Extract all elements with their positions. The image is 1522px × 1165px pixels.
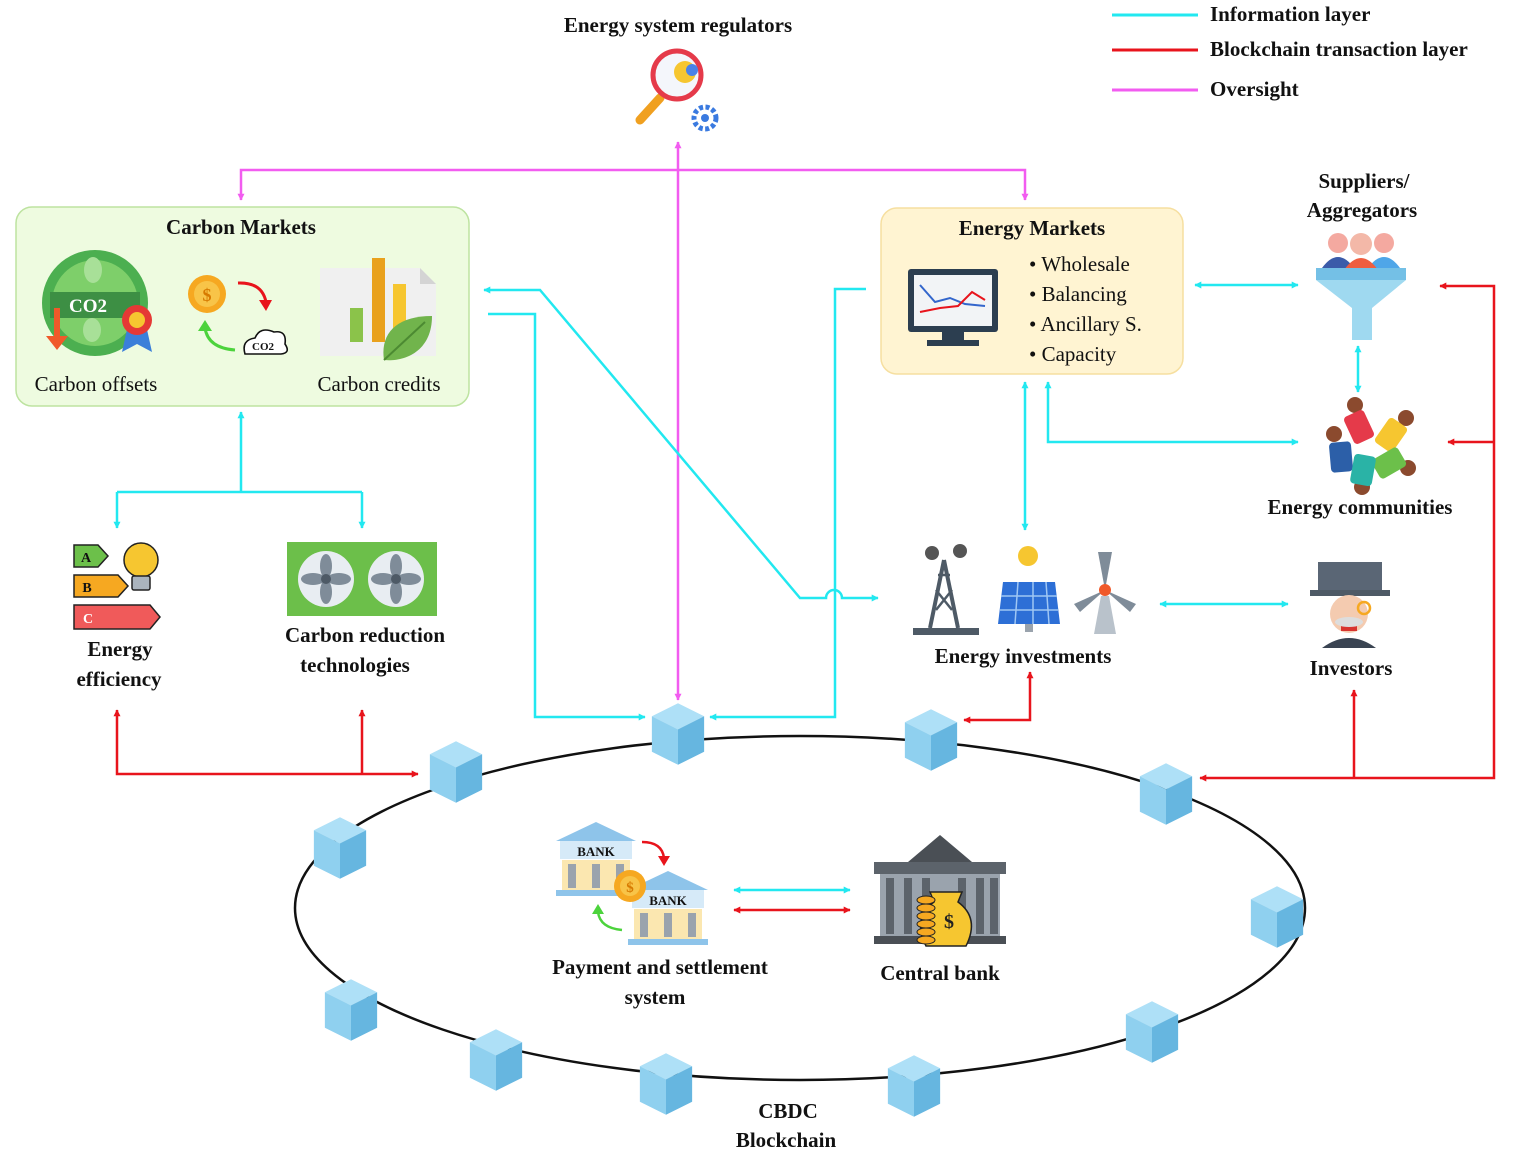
- suppliers-label-line2: Aggregators: [1307, 198, 1417, 222]
- co2-cloud-text: CO2: [252, 341, 275, 353]
- block-5: [1125, 1001, 1179, 1063]
- bank-text-1: BANK: [577, 844, 615, 859]
- energy-efficiency-label-line1: Energy: [87, 637, 153, 661]
- legend-information-label: Information layer: [1210, 2, 1370, 26]
- investor-icon: [1310, 562, 1390, 648]
- energy-investments-label: Energy investments: [935, 644, 1112, 668]
- tx-investments-block: [963, 671, 1034, 724]
- carbon-reduction-label-line2: technologies: [300, 653, 410, 677]
- energy-label-bulb-icon: A B C: [73, 542, 161, 630]
- block-3: [1139, 763, 1193, 825]
- svg-text:$: $: [944, 911, 954, 933]
- info-carbon-to-block: [488, 312, 646, 721]
- block-6: [887, 1055, 941, 1117]
- block-8: [469, 1029, 523, 1091]
- monitor-chart-icon: [908, 269, 998, 346]
- investors-label: Investors: [1310, 656, 1393, 680]
- suppliers-label-line1: Suppliers/: [1318, 169, 1410, 193]
- block-4: [1250, 886, 1304, 948]
- info-energy-communities: [1044, 381, 1299, 446]
- central-bank-icon: $: [874, 835, 1006, 947]
- legend-blockchain-label: Blockchain transaction layer: [1210, 37, 1468, 61]
- block-10: [313, 817, 367, 879]
- energy-market-item-wholesale: • Wholesale: [1029, 252, 1130, 276]
- fan-unit-icon: [287, 542, 437, 616]
- payment-label-line2: system: [625, 985, 686, 1009]
- block-7: [639, 1053, 693, 1115]
- legend: Information layer Blockchain transaction…: [1112, 2, 1468, 101]
- bank-transfer-icon: BANK BANK $: [556, 822, 708, 945]
- central-bank-label: Central bank: [880, 961, 1000, 985]
- magnifier-gear-icon: [635, 48, 719, 132]
- oversight-markets-link: [237, 168, 1029, 201]
- payment-label-line1: Payment and settlement: [552, 955, 768, 979]
- grade-a-text: A: [81, 551, 92, 566]
- tx-efficiency-block: [113, 709, 419, 778]
- bank-text-2: BANK: [649, 893, 687, 908]
- carbon-markets-box: [15, 206, 470, 407]
- energy-efficiency-label-line2: efficiency: [76, 667, 162, 691]
- tx-suppliers-block: [1199, 282, 1496, 782]
- carbon-offset-icon: CO2: [42, 250, 152, 356]
- carbon-reduction-label-line1: Carbon reduction: [285, 623, 445, 647]
- legend-oversight-label: Oversight: [1210, 77, 1299, 101]
- block-1: [651, 703, 705, 765]
- block-9: [324, 979, 378, 1041]
- cbdc-label-line1: CBDC: [758, 1099, 818, 1123]
- info-energy-to-block: [709, 287, 866, 721]
- energy-market-item-balancing: • Balancing: [1029, 282, 1127, 306]
- oil-rig-icon: [913, 544, 979, 635]
- energy-communities-label: Energy communities: [1268, 495, 1453, 519]
- energy-market-item-ancillary: • Ancillary S.: [1029, 312, 1142, 336]
- block-11: [429, 741, 483, 803]
- energy-markets-title: Energy Markets: [959, 216, 1105, 240]
- carbon-credits-label: Carbon credits: [317, 372, 440, 396]
- blockchain-ring: [293, 734, 1307, 1082]
- blockchain-connectors: [113, 282, 1496, 914]
- info-carbon-to-investments: [483, 286, 879, 602]
- grade-c-text: C: [83, 612, 93, 627]
- grade-b-text: B: [82, 581, 91, 596]
- energy-market-item-capacity: • Capacity: [1029, 342, 1117, 366]
- wind-turbine-icon: [1074, 552, 1136, 634]
- svg-text:$: $: [203, 285, 212, 305]
- community-people-icon: [1326, 397, 1416, 495]
- solar-panel-icon: [998, 546, 1060, 632]
- svg-text:$: $: [626, 880, 634, 896]
- cbdc-label-line2: Blockchain: [736, 1128, 837, 1152]
- block-2: [904, 709, 958, 771]
- carbon-offsets-label: Carbon offsets: [35, 372, 158, 396]
- co2-badge-text: CO2: [69, 296, 107, 317]
- funnel-people-icon: [1316, 233, 1406, 340]
- regulators-label: Energy system regulators: [564, 13, 792, 37]
- carbon-markets-title: Carbon Markets: [166, 215, 316, 239]
- money-to-co2-icon: $ CO2: [188, 275, 289, 355]
- carbon-credit-chart-icon: [320, 258, 436, 361]
